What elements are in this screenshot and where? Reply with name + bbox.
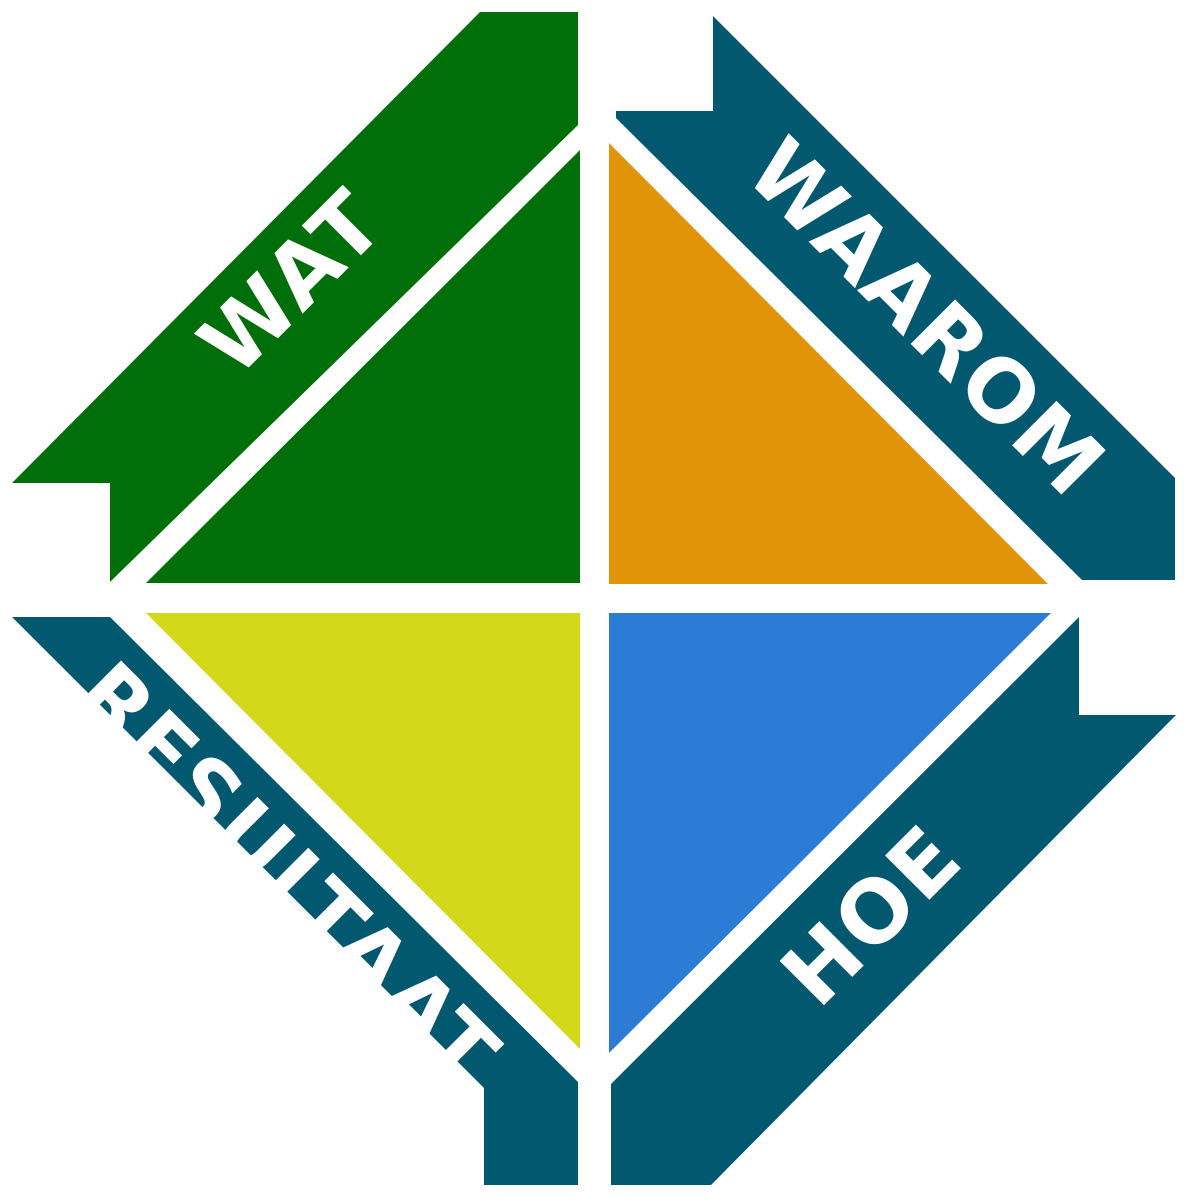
ribbon-resultaat (12, 617, 578, 1185)
ribbon-hoe (611, 617, 1176, 1185)
ribbon-waarom (616, 16, 1175, 580)
ribbon-wat (12, 12, 578, 582)
triangle-wat (146, 150, 580, 583)
triangle-waarom (609, 143, 1048, 584)
triangle-hoe (609, 613, 1051, 1053)
triangle-resultaat (146, 613, 580, 1049)
